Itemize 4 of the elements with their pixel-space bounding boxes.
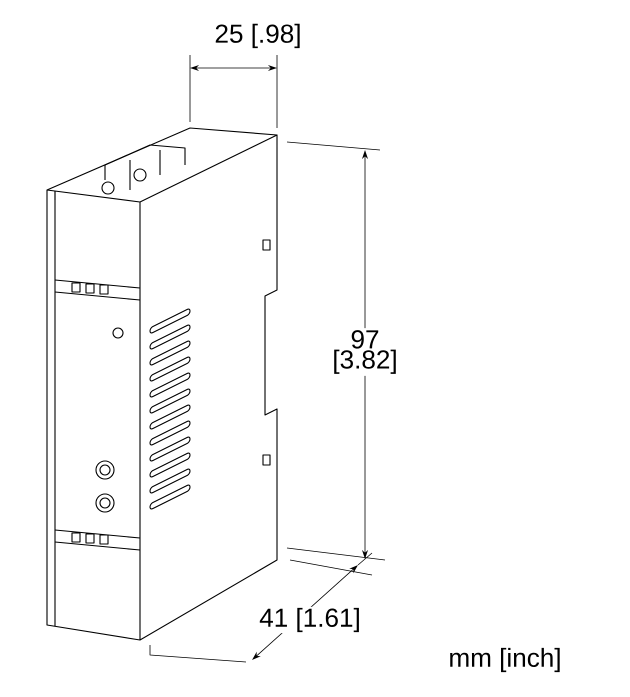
dimension-label: 25 [.98] <box>216 24 300 48</box>
dimension-label: 41 [1.61] <box>258 606 362 634</box>
units-note: mm [inch] <box>450 648 560 672</box>
dimension-label: 97 [3.82] <box>320 328 410 376</box>
